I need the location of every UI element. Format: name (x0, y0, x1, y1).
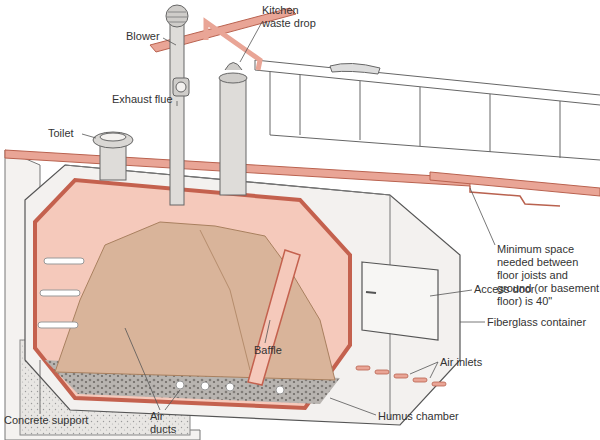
part-label: Kitchen waste drop (262, 4, 324, 30)
part-label: Fiberglass container (487, 316, 586, 329)
part-label: Air inlets (440, 356, 482, 369)
part-label: Minimum space needed between floor joist… (497, 243, 600, 308)
part-label: Exhaust flue (112, 93, 173, 106)
part-label: Air ducts (150, 410, 190, 436)
part-label: Baffle (254, 344, 282, 357)
part-label: Humus chamber (378, 410, 459, 423)
part-label: Blower (126, 30, 160, 43)
part-label: Toilet (48, 127, 74, 140)
part-label: Concrete support (4, 414, 88, 427)
part-label: Access door (474, 283, 535, 296)
